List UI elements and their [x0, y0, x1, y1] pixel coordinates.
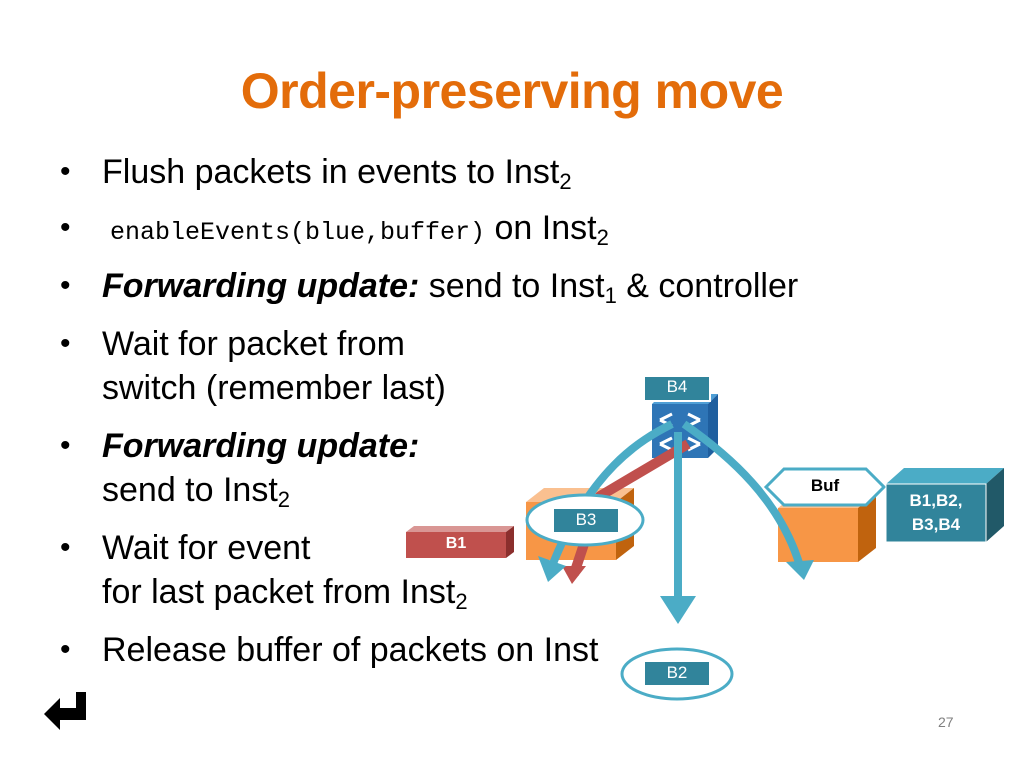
buffered-packets-label: B1,B2, B3,B4 [886, 489, 986, 537]
bullet-text-line2: switch (remember last) [102, 369, 446, 407]
blue-arrow-left-head [538, 556, 566, 582]
buf-hexagon [763, 467, 887, 507]
red-arrow-head [562, 566, 586, 584]
packet-b2-box [643, 660, 711, 687]
bullet-text-after: & controller [616, 267, 799, 305]
subscript: 2 [596, 225, 609, 250]
buffered-packets-line2: B3,B4 [911, 515, 961, 534]
bullet-text: Wait for event [102, 529, 311, 567]
subscript: 2 [559, 169, 572, 194]
packet-b2-label: B2 [666, 663, 688, 682]
packet-b3-box [552, 507, 620, 534]
subscript: 2 [277, 487, 291, 512]
packet-b3-label: B3 [575, 510, 597, 529]
slide-title: Order-preserving move [240, 63, 784, 119]
return-arrow-icon[interactable] [42, 690, 90, 734]
bullet-dot: • [60, 531, 71, 564]
bullet-text: on Inst [485, 209, 597, 247]
packet-b4-label: B4 [666, 377, 688, 396]
blue-arrow-down-head [660, 596, 696, 624]
bullet-dot: • [60, 327, 71, 360]
buffered-packets-line1: B1,B2, [909, 491, 963, 510]
bullet-text: Flush packets in events to Inst [102, 153, 560, 191]
bullet-dot: • [60, 633, 71, 666]
blue-arrow-right [681, 420, 804, 568]
bullet-dot: • [60, 155, 71, 188]
buf-label: Buf [810, 476, 840, 495]
buffered-packets-box [885, 468, 1004, 543]
bullet-dot: • [60, 269, 71, 302]
bold-italic-text: Forwarding update: [102, 427, 420, 465]
packet-b4-box [643, 375, 711, 402]
bold-italic-text: Forwarding update: [102, 267, 420, 305]
bullet-dot: • [60, 211, 71, 244]
bullet-text-line2: for last packet from Inst [102, 573, 456, 611]
bullet-text: Wait for packet from [102, 325, 405, 363]
bullet-dot: • [60, 429, 71, 462]
code-text: enableEvents(blue,buffer) [110, 218, 486, 247]
subscript: 2 [455, 589, 468, 614]
packet-b1 [406, 526, 514, 558]
bullet-text: send to Inst [419, 267, 605, 305]
subscript: 1 [604, 283, 617, 308]
bullet-text: Release buffer of packets on Inst [102, 631, 599, 669]
blue-arrow-right-head [786, 560, 814, 580]
bullet-text-line2: send to Inst [102, 471, 278, 509]
packet-b1-label: B1 [445, 535, 467, 552]
page-number: 27 [938, 714, 954, 730]
